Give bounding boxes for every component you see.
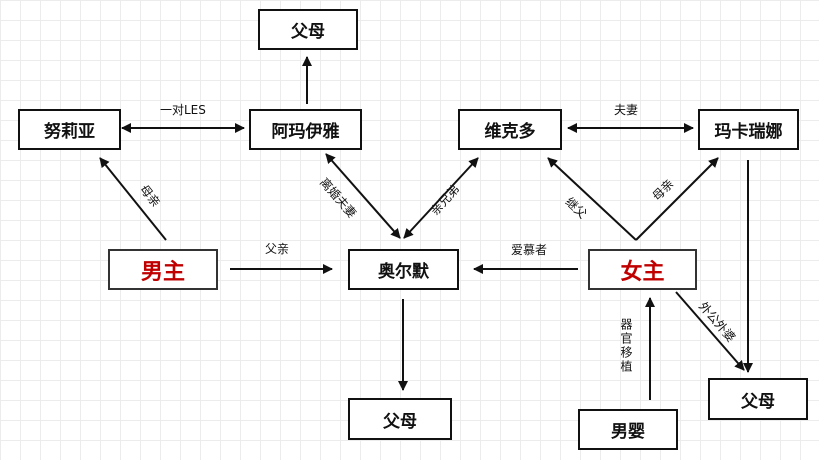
node-label: 父母 <box>291 22 325 42</box>
node-label: 奥尔默 <box>378 262 429 282</box>
edge-label-lesbian: 一对LES <box>160 103 206 117</box>
edge-female-grandparents <box>675 291 745 371</box>
node-parents-top: 父母 <box>258 9 358 50</box>
edge-label-admirer: 爱慕者 <box>511 243 548 257</box>
edge-label-organ-transplant: 器官移植 <box>619 318 633 374</box>
node-nuliya: 努莉亚 <box>18 109 121 150</box>
edge-label-father: 父亲 <box>265 242 290 256</box>
node-baby-boy: 男婴 <box>578 409 678 450</box>
node-female-lead: 女主 <box>588 249 697 290</box>
node-label: 男婴 <box>611 422 645 442</box>
edge-female-weikeduo <box>547 157 637 241</box>
edge-aoermo-weikeduo <box>403 157 479 239</box>
node-parents-bottom-center: 父母 <box>348 398 452 440</box>
edge-male-nuliya <box>99 157 167 241</box>
edge-female-makaruina <box>635 157 719 241</box>
node-male-lead: 男主 <box>108 249 218 290</box>
node-label: 努莉亚 <box>44 122 95 142</box>
edge-amayiya-aoermo <box>325 153 401 239</box>
node-parents-bottom-right: 父母 <box>708 378 808 420</box>
node-label: 女主 <box>620 259 665 285</box>
node-label: 父母 <box>383 411 417 432</box>
node-label: 阿玛伊雅 <box>271 122 340 142</box>
edge-label-spouses: 夫妻 <box>614 103 639 117</box>
node-label: 维克多 <box>484 122 536 142</box>
node-label: 男主 <box>140 259 185 285</box>
node-aoermo: 奥尔默 <box>348 249 459 290</box>
node-makaruina: 玛卡瑞娜 <box>698 109 799 150</box>
node-label: 父母 <box>741 391 775 412</box>
node-amayiya: 阿玛伊雅 <box>249 109 362 150</box>
node-label: 玛卡瑞娜 <box>714 122 783 142</box>
node-weikeduo: 维克多 <box>458 109 562 150</box>
